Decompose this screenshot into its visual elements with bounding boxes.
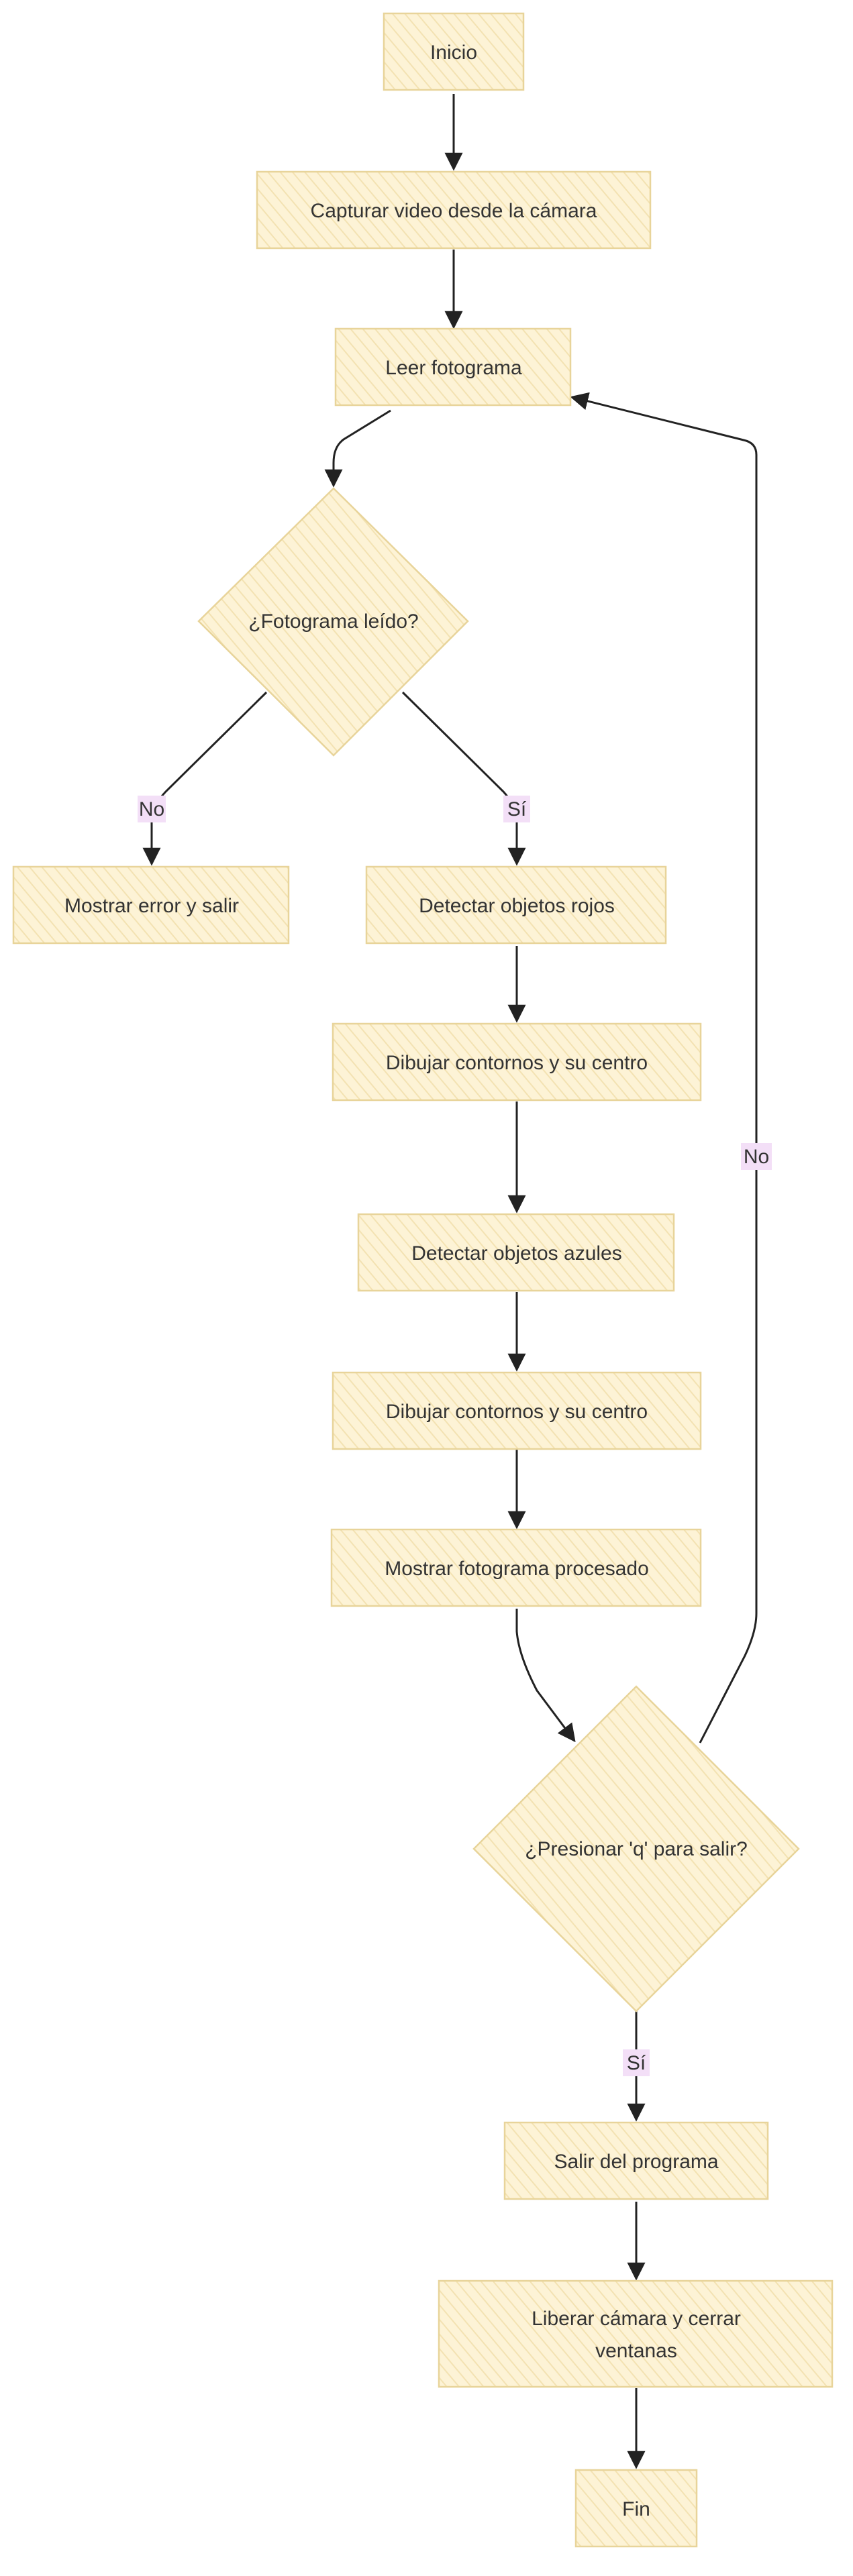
edge-label-no-error: No <box>138 796 166 822</box>
node-detectar-rojos: Detectar objetos rojos <box>365 865 667 945</box>
node-capturar-video: Capturar video desde la cámara <box>256 170 652 250</box>
svg-text:Leer fotograma: Leer fotograma <box>385 357 522 379</box>
node-detectar-azules: Detectar objetos azules <box>357 1213 675 1292</box>
svg-text:Inicio: Inicio <box>430 42 477 64</box>
edge-mostrar-presionar <box>515 1609 576 1743</box>
svg-text:No: No <box>139 798 164 820</box>
node-fin: Fin <box>574 2469 698 2548</box>
edge-decision-error <box>142 691 268 866</box>
node-dibujar-contornos-2: Dibujar contornos y su centro <box>332 1371 702 1450</box>
node-decision-fotograma-leido: ¿Fotograma leído? <box>197 487 469 757</box>
svg-text:Mostrar error y salir: Mostrar error y salir <box>64 895 239 917</box>
svg-text:Capturar video desde la cámara: Capturar video desde la cámara <box>311 200 597 222</box>
node-leer-fotograma: Leer fotograma <box>334 327 572 407</box>
svg-text:Mostrar fotograma procesado: Mostrar fotograma procesado <box>385 1558 649 1580</box>
node-inicio: Inicio <box>383 12 525 91</box>
liberar-line-1: Liberar cámara y cerrar <box>532 2308 741 2330</box>
node-decision-presionar-q: ¿Presionar 'q' para salir? <box>472 1685 800 2012</box>
edge-label-si-detect: Sí <box>503 796 530 822</box>
svg-text:Fin: Fin <box>622 2498 650 2520</box>
node-salir-programa: Salir del programa <box>503 2121 769 2200</box>
edge-label-si-exit: Sí <box>623 2049 650 2076</box>
svg-text:Detectar objetos rojos: Detectar objetos rojos <box>419 895 615 917</box>
node-mostrar-procesado: Mostrar fotograma procesado <box>330 1528 702 1607</box>
svg-text:Dibujar contornos y su centro: Dibujar contornos y su centro <box>386 1401 648 1423</box>
svg-text:Sí: Sí <box>507 798 527 820</box>
edge-leer-decision <box>324 409 391 488</box>
svg-text:Detectar objetos azules: Detectar objetos azules <box>411 1242 622 1265</box>
edge-decision-detectar <box>401 691 526 866</box>
svg-text:Salir del programa: Salir del programa <box>554 2151 718 2173</box>
node-liberar-camara: Liberar cámara y cerrar ventanas <box>438 2279 834 2388</box>
node-dibujar-contornos-1: Dibujar contornos y su centro <box>332 1022 702 1102</box>
edge-presionar-leer-loop <box>570 392 758 1743</box>
edge-label-no-loop: No <box>741 1143 772 1170</box>
svg-text:¿Fotograma leído?: ¿Fotograma leído? <box>248 610 418 633</box>
liberar-line-2: ventanas <box>595 2340 677 2362</box>
svg-text:¿Presionar 'q' para salir?: ¿Presionar 'q' para salir? <box>525 1838 748 1860</box>
svg-text:No: No <box>744 1146 769 1168</box>
svg-text:Dibujar contornos y su centro: Dibujar contornos y su centro <box>386 1052 648 1074</box>
svg-text:Sí: Sí <box>627 2052 646 2074</box>
node-mostrar-error: Mostrar error y salir <box>12 865 290 945</box>
